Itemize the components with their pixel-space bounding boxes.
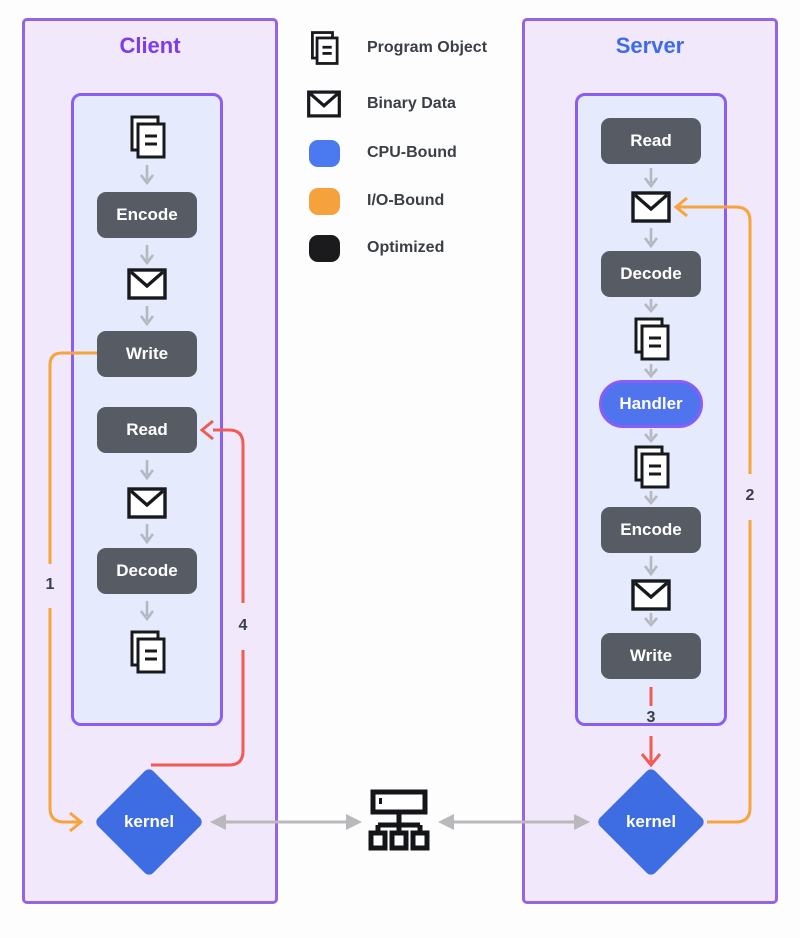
down-arrow-icon: [139, 306, 155, 327]
legend-item-cpu-bound: CPU-Bound: [306, 136, 457, 170]
optimized-swatch: [306, 234, 342, 262]
down-arrow-icon: [139, 245, 155, 266]
legend-item-binary-data: Binary Data: [306, 87, 456, 121]
program-object-icon: [130, 115, 166, 159]
binary-data-icon: [631, 191, 671, 223]
down-arrow-icon: [139, 601, 155, 622]
down-arrow-icon: [644, 364, 658, 378]
down-arrow-icon: [644, 491, 658, 505]
server-encode-step: Encode: [601, 507, 701, 553]
program-object-icon: [634, 445, 670, 489]
flow-label-2: 2: [745, 487, 755, 504]
binary-data-icon: [127, 268, 167, 300]
binary-data-icon: [631, 579, 671, 611]
client-read-step: Read: [97, 407, 197, 453]
legend-item-optimized: Optimized: [306, 231, 444, 265]
legend-item-io-bound: I/O-Bound: [306, 184, 444, 218]
legend-label: Program Object: [367, 39, 488, 56]
down-arrow-icon: [643, 168, 659, 189]
io-bound-swatch: [306, 187, 342, 215]
server-handler-step: Handler: [599, 380, 703, 428]
cpu-bound-swatch: [306, 139, 342, 167]
server-decode-step: Decode: [601, 251, 701, 297]
client-title: Client: [119, 33, 181, 58]
flow-label-1: 1: [45, 576, 55, 593]
kernel-label: kernel: [625, 812, 677, 831]
client-write-step: Write: [97, 331, 197, 377]
server-write-step: Write: [601, 633, 701, 679]
down-arrow-icon: [139, 524, 155, 545]
legend-label: Optimized: [367, 239, 445, 256]
down-arrow-icon: [643, 556, 659, 577]
down-arrow-icon: [643, 228, 659, 249]
server-read-step: Read: [601, 118, 701, 164]
kernel-label: kernel: [123, 812, 175, 831]
down-arrow-icon: [644, 299, 658, 313]
down-arrow-icon: [139, 460, 155, 481]
down-arrow-icon: [644, 613, 658, 627]
client-kernel: kernel: [93, 766, 205, 878]
binary-data-icon: [306, 90, 342, 118]
flow-label-3: 3: [646, 709, 656, 726]
program-object-icon: [130, 630, 166, 674]
server-kernel: kernel: [595, 766, 707, 878]
legend-item-program-object: Program Object: [306, 31, 487, 65]
binary-data-icon: [127, 487, 167, 519]
legend-label: CPU-Bound: [367, 144, 457, 161]
program-object-icon: [306, 29, 342, 67]
client-encode-step: Encode: [97, 192, 197, 238]
server-title: Server: [615, 33, 685, 58]
client-decode-step: Decode: [97, 548, 197, 594]
legend-label: I/O-Bound: [367, 192, 445, 209]
down-arrow-icon: [644, 429, 658, 443]
legend-label: Binary Data: [367, 95, 456, 112]
down-arrow-icon: [139, 165, 155, 186]
program-object-icon: [634, 317, 670, 361]
flow-label-4: 4: [238, 617, 248, 634]
network-icon: [368, 789, 430, 851]
